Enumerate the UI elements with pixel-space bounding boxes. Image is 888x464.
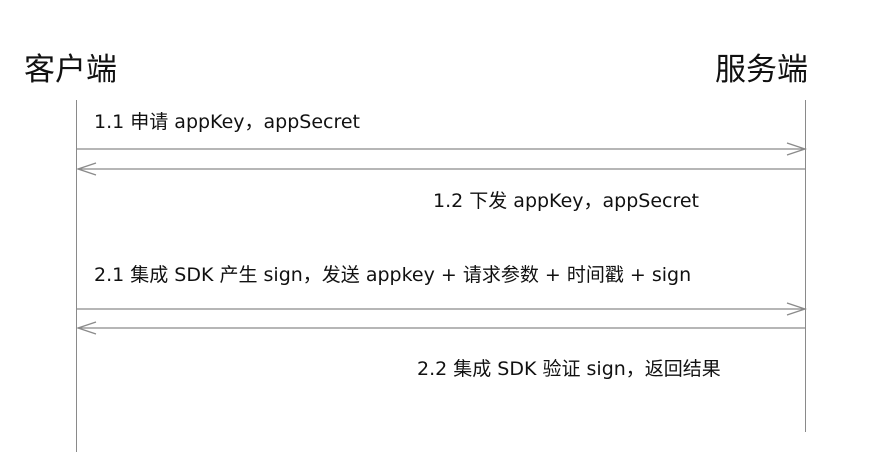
message-2-1-label: 2.1 集成 SDK 产生 sign，发送 appkey + 请求参数 + 时间… [94, 264, 692, 286]
client-lifeline [76, 100, 77, 452]
client-actor-label: 客户端 [24, 52, 117, 88]
message-1-1-arrow [76, 142, 808, 156]
message-2-1-arrow [76, 302, 808, 316]
message-2-2-label: 2.2 集成 SDK 验证 sign，返回结果 [417, 358, 721, 380]
server-lifeline [805, 100, 806, 432]
message-1-2-label: 1.2 下发 appKey，appSecret [433, 190, 700, 212]
server-actor-label: 服务端 [715, 52, 808, 88]
message-1-1-label: 1.1 申请 appKey，appSecret [94, 111, 361, 133]
message-2-2-arrow [75, 321, 805, 335]
message-1-2-arrow [75, 162, 805, 176]
